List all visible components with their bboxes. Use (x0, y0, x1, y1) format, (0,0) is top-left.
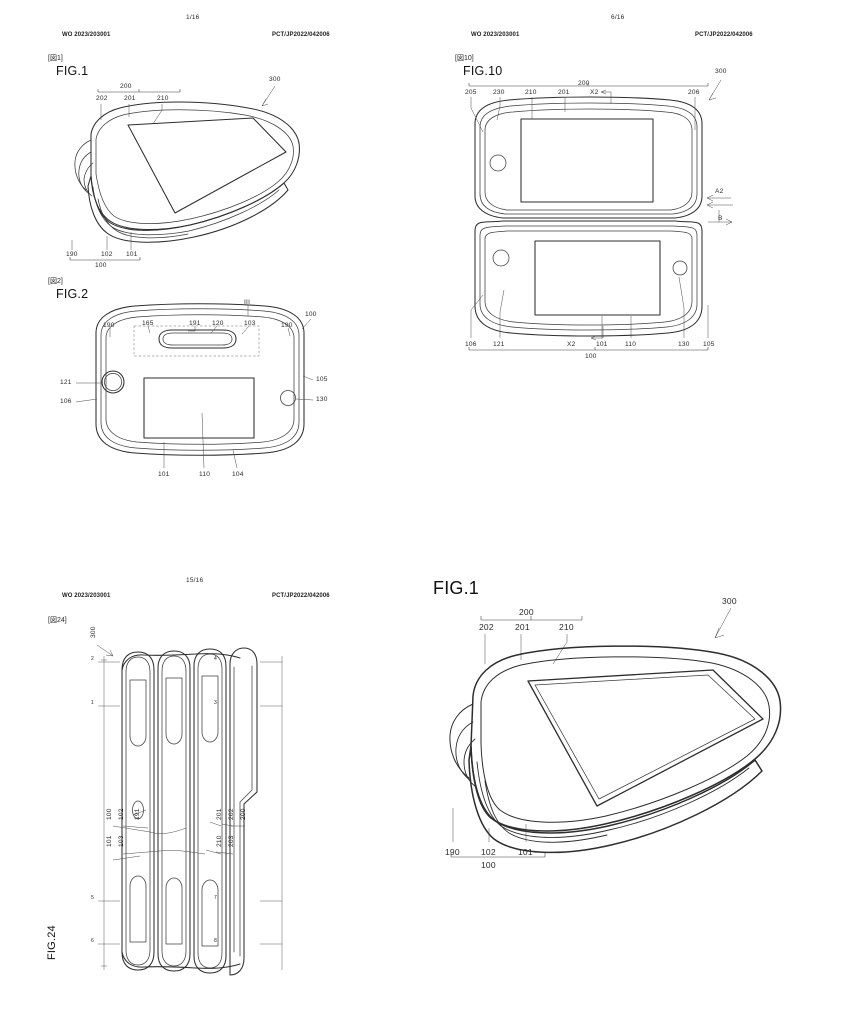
callout-B: B (718, 215, 723, 222)
callout-121-fig10: 121 (493, 341, 505, 348)
page-number: 6/16 (611, 14, 625, 21)
figure-label-2: FIG.2 (56, 287, 89, 301)
callout-165: 165 (142, 320, 154, 327)
callout-105-fig10: 105 (703, 341, 715, 348)
callout-A2: A2 (715, 188, 724, 195)
edge-mark-4: 4 (214, 656, 217, 662)
edge-mark-1: 1 (91, 700, 94, 706)
figure-bracket-24: [図24] (48, 617, 67, 624)
callout-210: 210 (157, 95, 169, 102)
header-application-number: PCT/JP2022/042006 (272, 32, 330, 38)
callout-X2-bottom: X2 (567, 341, 576, 348)
callout-205: 205 (465, 89, 477, 96)
callout-101-fig2: 101 (158, 471, 170, 478)
callout-300: 300 (269, 76, 281, 83)
sheet-6-panel: 6/16 WO 2023/203001 PCT/JP2022/042006 [図… (425, 0, 850, 520)
callout-206: 206 (688, 89, 700, 96)
detail-callout-300: 300 (722, 596, 737, 606)
figure-2-drawing (75, 303, 314, 469)
sheet-1-panel: 1/16 WO 2023/203001 PCT/JP2022/042006 [図… (0, 0, 420, 520)
detail-callout-202: 202 (479, 622, 494, 632)
detail-figure-1-panel: FIG.1 200 202 201 210 300 190 102 101 10… (425, 560, 850, 1024)
sheet-15-panel: 15/16 WO 2023/203001 PCT/JP2022/042006 [… (0, 560, 420, 1024)
callout-201: 201 (124, 95, 136, 102)
header-application-number: PCT/JP2022/042006 (272, 593, 330, 599)
figure-bracket-10: [図10] (455, 55, 474, 62)
edge-mark-5: 5 (91, 895, 94, 901)
figure-label-10: FIG.10 (463, 64, 503, 78)
figure-10-drawing (468, 79, 733, 351)
header-publication-number: WO 2023/203001 (62, 32, 111, 38)
callout-section-III: III (244, 299, 251, 306)
callout-X2-top: X2 (590, 89, 599, 96)
callout-191: 191 (189, 320, 201, 327)
figure-label-1: FIG.1 (56, 64, 89, 78)
figure-24-drawing (96, 644, 283, 976)
callout-110: 110 (199, 471, 211, 478)
callout-100-fig10: 100 (585, 353, 597, 360)
figure-1-drawing (69, 85, 300, 261)
callout-121: 121 (60, 379, 72, 386)
callout-200: 200 (120, 83, 132, 90)
callout-202: 202 (96, 95, 108, 102)
callout-103: 103 (244, 320, 256, 327)
edge-mark-3: 3 (214, 700, 217, 706)
callout-106: 106 (60, 398, 72, 405)
callout-101-fig10: 101 (596, 341, 608, 348)
detail-figure-1-drawing (449, 607, 782, 858)
callout-120: 120 (212, 320, 224, 327)
edge-mark-7: 7 (214, 895, 217, 901)
callout-100-fig2: 100 (305, 311, 317, 318)
callout-101: 101 (126, 251, 138, 258)
callout-130-fig10: 130 (678, 341, 690, 348)
callout-130: 130 (316, 396, 328, 403)
callout-110-fig10: 110 (625, 341, 637, 348)
header-publication-number: WO 2023/203001 (471, 32, 520, 38)
callout-230: 230 (493, 89, 505, 96)
detail-callout-102: 102 (481, 847, 496, 857)
edge-mark-2: 2 (91, 656, 94, 662)
detail-callout-210: 210 (559, 622, 574, 632)
callout-190-right: 190 (281, 322, 293, 329)
callout-104: 104 (232, 471, 244, 478)
callout-210-fig10: 210 (525, 89, 537, 96)
callout-102: 102 (101, 251, 113, 258)
detail-figure-label-1: FIG.1 (433, 578, 480, 598)
callout-105: 105 (316, 376, 328, 383)
page-number: 15/16 (186, 577, 204, 584)
figure-bracket-2: [図2] (48, 278, 63, 285)
callout-190: 190 (66, 251, 78, 258)
callout-106-fig10: 106 (465, 341, 477, 348)
page-number: 1/16 (186, 14, 200, 21)
callout-201-fig10: 201 (558, 89, 570, 96)
callout-200-fig10: 200 (578, 80, 590, 87)
detail-callout-101: 101 (518, 847, 533, 857)
header-publication-number: WO 2023/203001 (62, 593, 111, 599)
detail-callout-200: 200 (519, 607, 534, 617)
callout-300-fig10: 300 (715, 68, 727, 75)
figure-bracket-1: [図1] (48, 55, 63, 62)
callout-190-left: 190 (103, 322, 115, 329)
edge-mark-6: 6 (91, 938, 94, 944)
detail-callout-100: 100 (481, 860, 496, 870)
edge-mark-8: 8 (214, 938, 217, 944)
header-application-number: PCT/JP2022/042006 (695, 32, 753, 38)
detail-callout-201: 201 (515, 622, 530, 632)
detail-callout-190: 190 (445, 847, 460, 857)
callout-100: 100 (95, 262, 107, 269)
